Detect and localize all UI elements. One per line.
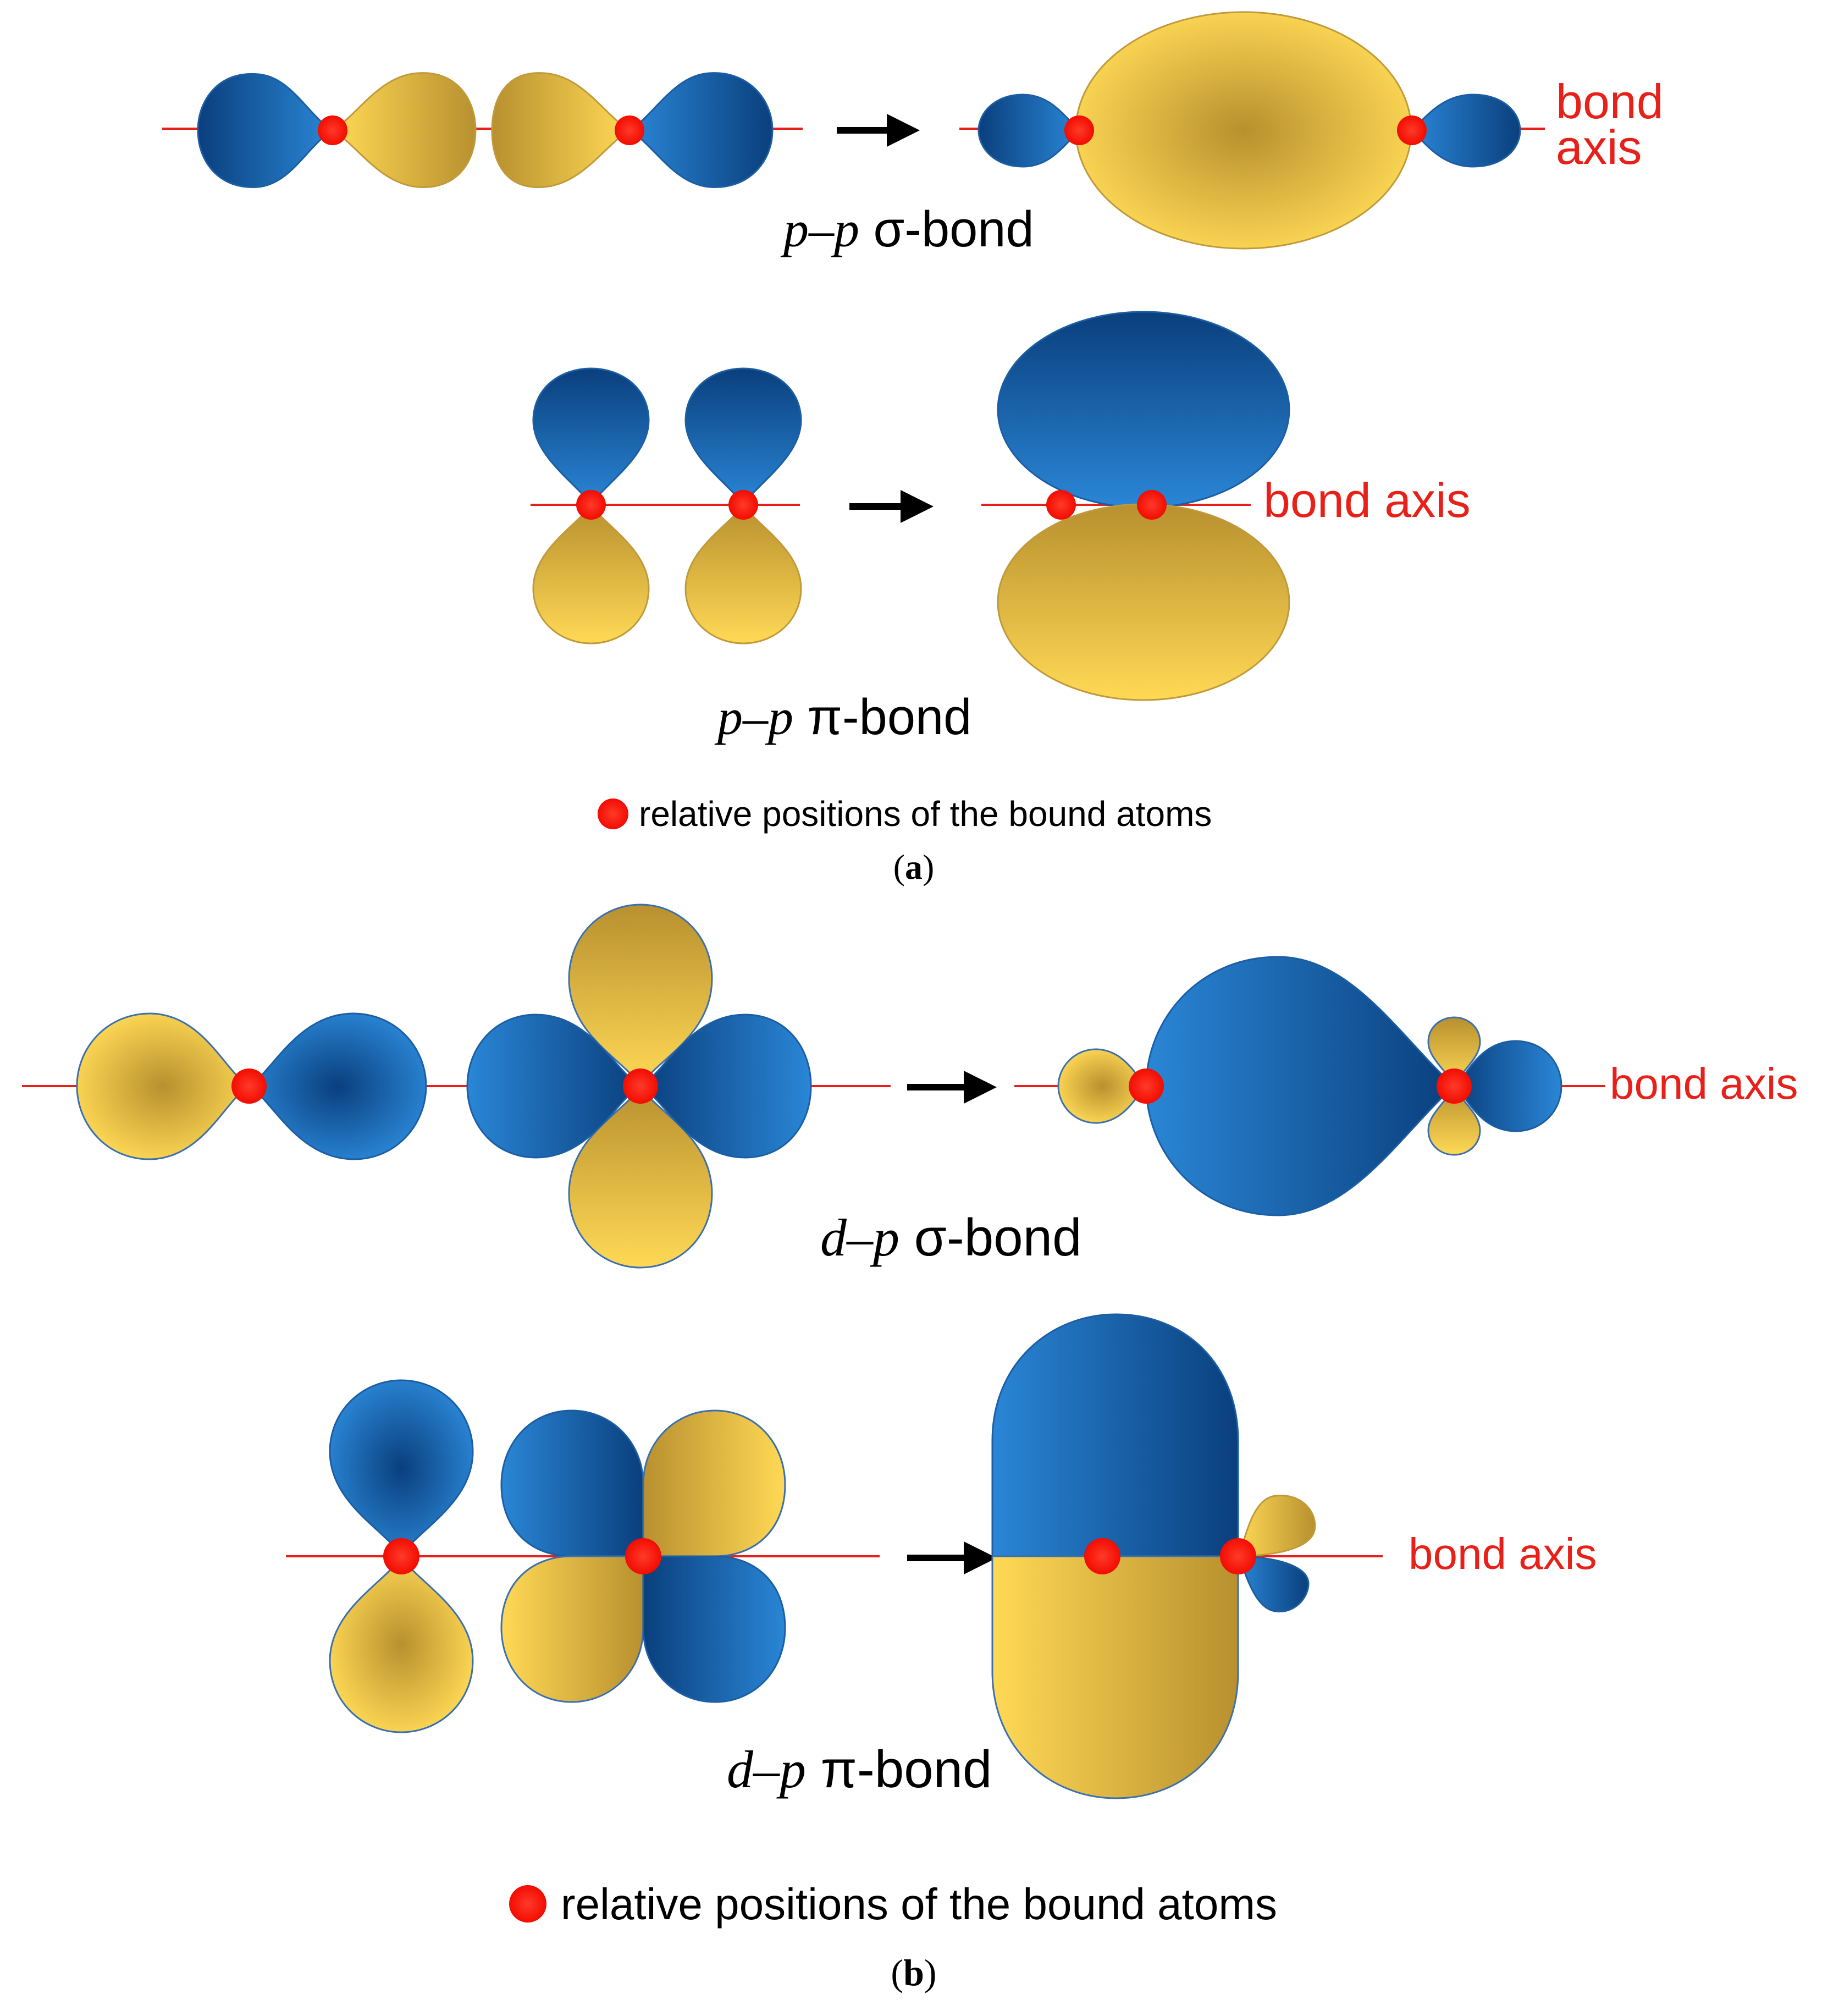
- small-lobe-blue: [1453, 1040, 1562, 1132]
- bond-axis-label: bond axis: [1610, 1059, 1798, 1108]
- small-lobe-blue: [977, 93, 1081, 168]
- atom-marker: [1064, 115, 1094, 145]
- pi-lobe-blue: [997, 311, 1290, 509]
- sigma-bonding-region: [1075, 11, 1412, 250]
- atom-marker: [576, 490, 606, 520]
- atom-marker: [625, 1538, 661, 1574]
- atom-marker: [383, 1538, 419, 1574]
- d-orbital-lobe-blue: [642, 1555, 786, 1703]
- atom-marker: [1137, 490, 1167, 520]
- small-lobe-yellow: [1427, 1083, 1481, 1156]
- d-orbital-lobe-yellow: [568, 904, 713, 1088]
- atom-marker: [1084, 1538, 1120, 1574]
- pi-lobe-yellow: [997, 503, 1290, 701]
- d-orbital-lobe-yellow: [568, 1084, 713, 1269]
- p-orbital-lobe-blue: [532, 367, 650, 506]
- atom-marker: [1220, 1538, 1256, 1574]
- dp-sigma-row: bond axis: [22, 904, 1798, 1269]
- p-orbital-lobe-blue: [628, 72, 774, 188]
- panel-caption-b: (b): [891, 1952, 936, 1993]
- pi-lobe-blue: [991, 1313, 1239, 1557]
- small-lobe-yellow: [1236, 1494, 1316, 1557]
- d-orbital-lobe-yellow: [642, 1409, 786, 1557]
- bond-type-label-pp-pi: p–p π-bond: [714, 689, 971, 745]
- p-orbital-lobe-blue: [247, 1012, 427, 1160]
- atom-marker: [623, 1068, 658, 1104]
- dp-pi-row: bond axis: [286, 1313, 1597, 1799]
- d-orbital-lobe-blue: [466, 1013, 643, 1159]
- small-lobe-yellow: [1427, 1016, 1481, 1089]
- d-orbital-lobe-blue: [638, 1013, 812, 1159]
- sigma-bonding-region: [1145, 956, 1456, 1216]
- p-orbital-lobe-yellow: [491, 72, 631, 188]
- pp-sigma-row: bond axis: [162, 11, 1664, 250]
- pi-lobe-yellow: [991, 1555, 1239, 1799]
- legend-text: relative positions of the bound atoms: [561, 1880, 1277, 1929]
- atom-marker: [1437, 1068, 1472, 1104]
- bond-axis-label: bond axis: [1409, 1529, 1597, 1578]
- small-lobe-blue: [1410, 93, 1521, 168]
- bond-type-label-pp-sigma: p–p σ-bond: [780, 201, 1034, 257]
- bond-type-label-dp-sigma: d–p σ-bond: [820, 1208, 1081, 1267]
- bond-axis-label: bond axis: [1263, 473, 1471, 527]
- atom-marker: [1129, 1068, 1164, 1104]
- atom-marker: [728, 490, 758, 520]
- d-orbital-lobe-blue: [500, 1409, 644, 1557]
- p-orbital-lobe-yellow: [532, 503, 650, 645]
- small-lobe-blue: [1236, 1555, 1310, 1612]
- legend-text: relative positions of the bound atoms: [639, 794, 1212, 834]
- p-orbital-lobe-yellow: [76, 1012, 251, 1160]
- panel-caption-a: (a): [893, 847, 935, 886]
- atom-legend-marker: [509, 1885, 546, 1923]
- pp-pi-row: bond axis: [531, 311, 1471, 701]
- p-orbital-lobe-yellow: [329, 1554, 474, 1733]
- p-orbital-lobe-blue: [684, 367, 802, 506]
- d-orbital-lobe-yellow: [500, 1555, 644, 1703]
- p-orbital-lobe-blue: [197, 73, 334, 188]
- atom-marker: [615, 115, 644, 145]
- atom-legend-marker: [598, 798, 628, 829]
- atom-marker: [318, 115, 347, 145]
- atom-marker: [1046, 490, 1076, 520]
- atom-marker: [231, 1068, 267, 1104]
- p-orbital-lobe-yellow: [684, 503, 802, 645]
- bond-type-label-dp-pi: d–p π-bond: [727, 1740, 992, 1799]
- small-lobe-yellow: [1057, 1048, 1148, 1124]
- p-orbital-lobe-yellow: [331, 72, 477, 188]
- p-orbital-lobe-blue: [329, 1379, 474, 1558]
- bond-axis-label: bond: [1556, 74, 1664, 129]
- atom-marker: [1397, 115, 1427, 145]
- bond-axis-label: axis: [1556, 120, 1642, 174]
